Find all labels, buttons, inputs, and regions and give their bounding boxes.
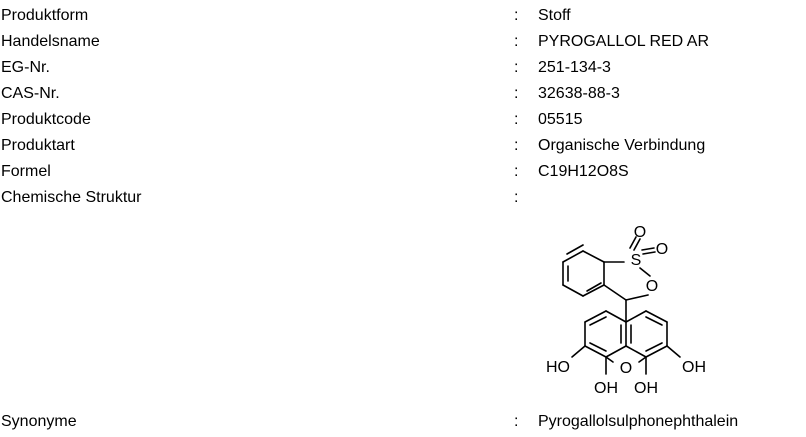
- row-label: Synonyme: [1, 413, 77, 430]
- row-value: Stoff: [538, 7, 571, 24]
- row-value: Pyrogallolsulphonephthalein: [538, 413, 739, 430]
- row-label: Chemische Struktur: [1, 189, 142, 206]
- row-colon: :: [514, 413, 519, 430]
- atom-label-oxygen-bridge: O: [620, 360, 632, 377]
- row-label: Produktcode: [1, 111, 91, 128]
- atom-label-oxygen-right: O: [656, 241, 668, 258]
- atom-label-oxygen-ring: O: [646, 278, 658, 295]
- atom-label-hydroxyl-left: HO: [546, 359, 570, 376]
- row-colon: :: [514, 137, 519, 154]
- row-colon: :: [514, 111, 519, 128]
- row-colon: :: [514, 85, 519, 102]
- chemical-structure-diagram: S O O O O HO OH OH OH: [546, 224, 706, 397]
- row-colon: :: [514, 7, 519, 24]
- row-formel: Formel : C19H12O8S: [0, 161, 806, 183]
- row-synonyme: Synonyme : Pyrogallolsulphonephthalein: [0, 411, 806, 433]
- atom-label-hydroxyl-bottom-right: OH: [634, 380, 658, 397]
- row-handelsname: Handelsname : PYROGALLOL RED AR: [0, 31, 806, 53]
- row-label: Handelsname: [1, 33, 100, 50]
- row-eg-nr: EG-Nr. : 251-134-3: [0, 57, 806, 79]
- row-produktform: Produktform : Stoff: [0, 5, 806, 27]
- row-value: 05515: [538, 111, 583, 128]
- atom-label-oxygen-top: O: [634, 224, 646, 241]
- row-cas-nr: CAS-Nr. : 32638-88-3: [0, 83, 806, 105]
- row-label: Produktart: [1, 137, 75, 154]
- atom-label-hydroxyl-right: OH: [682, 359, 706, 376]
- row-colon: :: [514, 59, 519, 76]
- atom-label-hydroxyl-bottom-left: OH: [594, 380, 618, 397]
- row-colon: :: [514, 163, 519, 180]
- row-value: C19H12O8S: [538, 163, 629, 180]
- row-label: Produktform: [1, 7, 89, 24]
- row-label: CAS-Nr.: [1, 85, 60, 102]
- structure-atom-labels: S O O O O HO OH OH OH: [546, 224, 706, 397]
- row-chemische-struktur: Chemische Struktur :: [0, 187, 806, 209]
- row-label: Formel: [1, 163, 51, 180]
- row-value: Organische Verbindung: [538, 137, 706, 154]
- row-colon: :: [514, 33, 519, 50]
- structure-bonds: [562, 236, 681, 375]
- row-value: 32638-88-3: [538, 85, 620, 102]
- row-value: 251-134-3: [538, 59, 611, 76]
- row-produktcode: Produktcode : 05515: [0, 109, 806, 131]
- atom-label-sulfur: S: [631, 252, 642, 269]
- row-value: PYROGALLOL RED AR: [538, 33, 710, 50]
- row-label: EG-Nr.: [1, 59, 50, 76]
- row-colon: :: [514, 189, 519, 206]
- row-produktart: Produktart : Organische Verbindung: [0, 135, 806, 157]
